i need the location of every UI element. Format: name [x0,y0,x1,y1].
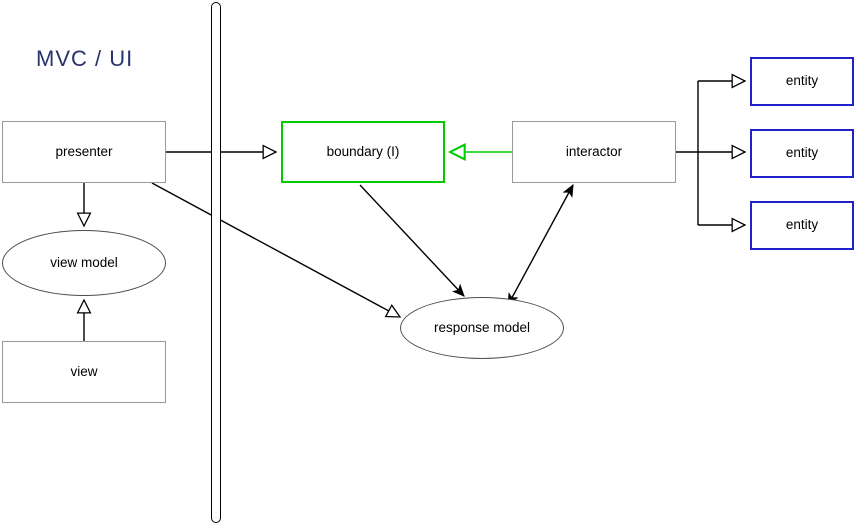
edge-response-model-interactor [507,183,574,307]
edge-interactor-to-entity-trunk [676,81,699,225]
node-presenter[interactable]: presenter [2,121,166,183]
edge-boundary-to-response-model [359,184,465,297]
architecture-boundary-divider[interactable] [211,2,221,523]
edge-presenter-to-response-model [151,182,400,317]
node-view[interactable]: view [2,341,166,403]
node-label-presenter: presenter [55,143,113,159]
node-entity-3[interactable]: entity [750,201,854,250]
node-label-boundary: boundary (I) [326,143,400,159]
node-label-response-model: response model [433,319,531,335]
node-view-model[interactable]: view model [2,230,166,296]
node-entity-2[interactable]: entity [750,129,854,178]
node-label-entity-3: entity [785,217,819,233]
zone-label-mvc-ui: MVC / UI [36,46,134,71]
node-label-view: view [70,363,98,379]
node-label-entity-1: entity [785,73,819,89]
node-label-interactor: interactor [565,143,623,159]
node-interactor[interactable]: interactor [512,121,676,183]
node-boundary[interactable]: boundary (I) [281,121,445,183]
node-label-view-model: view model [50,254,118,270]
node-response-model[interactable]: response model [400,297,564,359]
node-label-entity-2: entity [785,145,819,161]
node-entity-1[interactable]: entity [750,57,854,106]
